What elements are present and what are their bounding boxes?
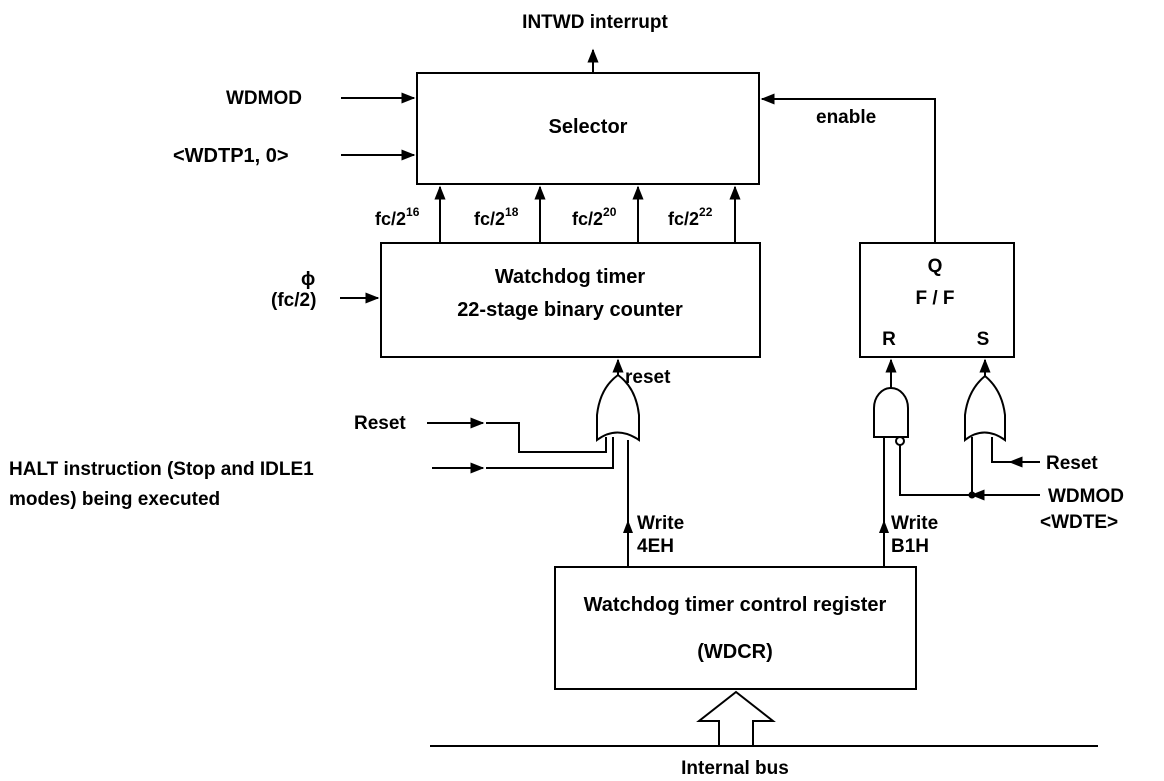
- ff-s-label: S: [977, 329, 990, 350]
- halt-label-line2: modes) being executed: [9, 489, 220, 510]
- wdte-to-and-wire: [899, 445, 972, 496]
- wdmod-label: WDMOD: [226, 88, 302, 109]
- phi-symbol: ϕ: [301, 269, 315, 290]
- wdcr-register-block: Watchdog timer control register (WDCR): [554, 566, 917, 690]
- intwd-interrupt-label: INTWD interrupt: [522, 12, 668, 33]
- write-4eh-arrowhead: [623, 520, 633, 533]
- flip-flop-block: Q F / F R S: [859, 242, 1015, 358]
- internal-bus-label: Internal bus: [681, 758, 789, 779]
- freq-label-20: fc/220: [572, 205, 617, 229]
- write-b1h-label-2: B1H: [891, 536, 929, 557]
- wdtp-label: <WDTP1, 0>: [173, 145, 289, 167]
- wdcr-subtitle: (WDCR): [697, 641, 773, 663]
- write-b1h-label-1: Write: [891, 513, 938, 534]
- internal-bus-arrow: [696, 690, 776, 747]
- counter-reset-label: reset: [625, 367, 671, 388]
- reset-left-label: Reset: [354, 413, 406, 434]
- wdte-junction-dot: [968, 491, 976, 499]
- ff-q-label: Q: [928, 256, 943, 277]
- freq-label-16: fc/216: [375, 205, 420, 229]
- counter-title: Watchdog timer: [495, 266, 646, 288]
- freq-label-18: fc/218: [474, 205, 519, 229]
- watchdog-counter-block: Watchdog timer 22-stage binary counter: [380, 242, 761, 358]
- counter-reset-or-gate: [596, 373, 640, 442]
- ff-set-or-gate: [964, 374, 1006, 443]
- wdcr-title: Watchdog timer control register: [584, 594, 887, 616]
- write-4eh-label-1: Write: [637, 513, 684, 534]
- counter-subtitle: 22-stage binary counter: [457, 299, 683, 321]
- ff-reset-and-gate: [873, 387, 909, 446]
- enable-line: [760, 93, 936, 243]
- halt-wire: [486, 437, 614, 469]
- write-b1h-arrowhead: [879, 520, 889, 533]
- reset-right-wire: [991, 437, 1010, 463]
- clock-input-label: (fc/2): [271, 290, 316, 311]
- frequency-taps: fc/216 fc/218 fc/220 fc/222: [375, 185, 741, 243]
- selector-block: Selector: [416, 72, 760, 185]
- write-4eh-label-2: 4EH: [637, 536, 674, 557]
- halt-label-line1: HALT instruction (Stop and IDLE1: [9, 459, 314, 480]
- freq-label-22: fc/222: [668, 205, 713, 229]
- reset-right-label: Reset: [1046, 453, 1098, 474]
- reset-left-wire: [486, 422, 607, 453]
- selector-label: Selector: [549, 116, 628, 138]
- ff-label: F / F: [915, 288, 954, 309]
- wdte-label-line1: WDMOD: [1048, 486, 1124, 507]
- and-gate-inverter-bubble: [895, 436, 905, 446]
- ff-r-label: R: [882, 329, 896, 350]
- enable-label: enable: [816, 107, 876, 128]
- wdte-label-line2: <WDTE>: [1040, 512, 1118, 533]
